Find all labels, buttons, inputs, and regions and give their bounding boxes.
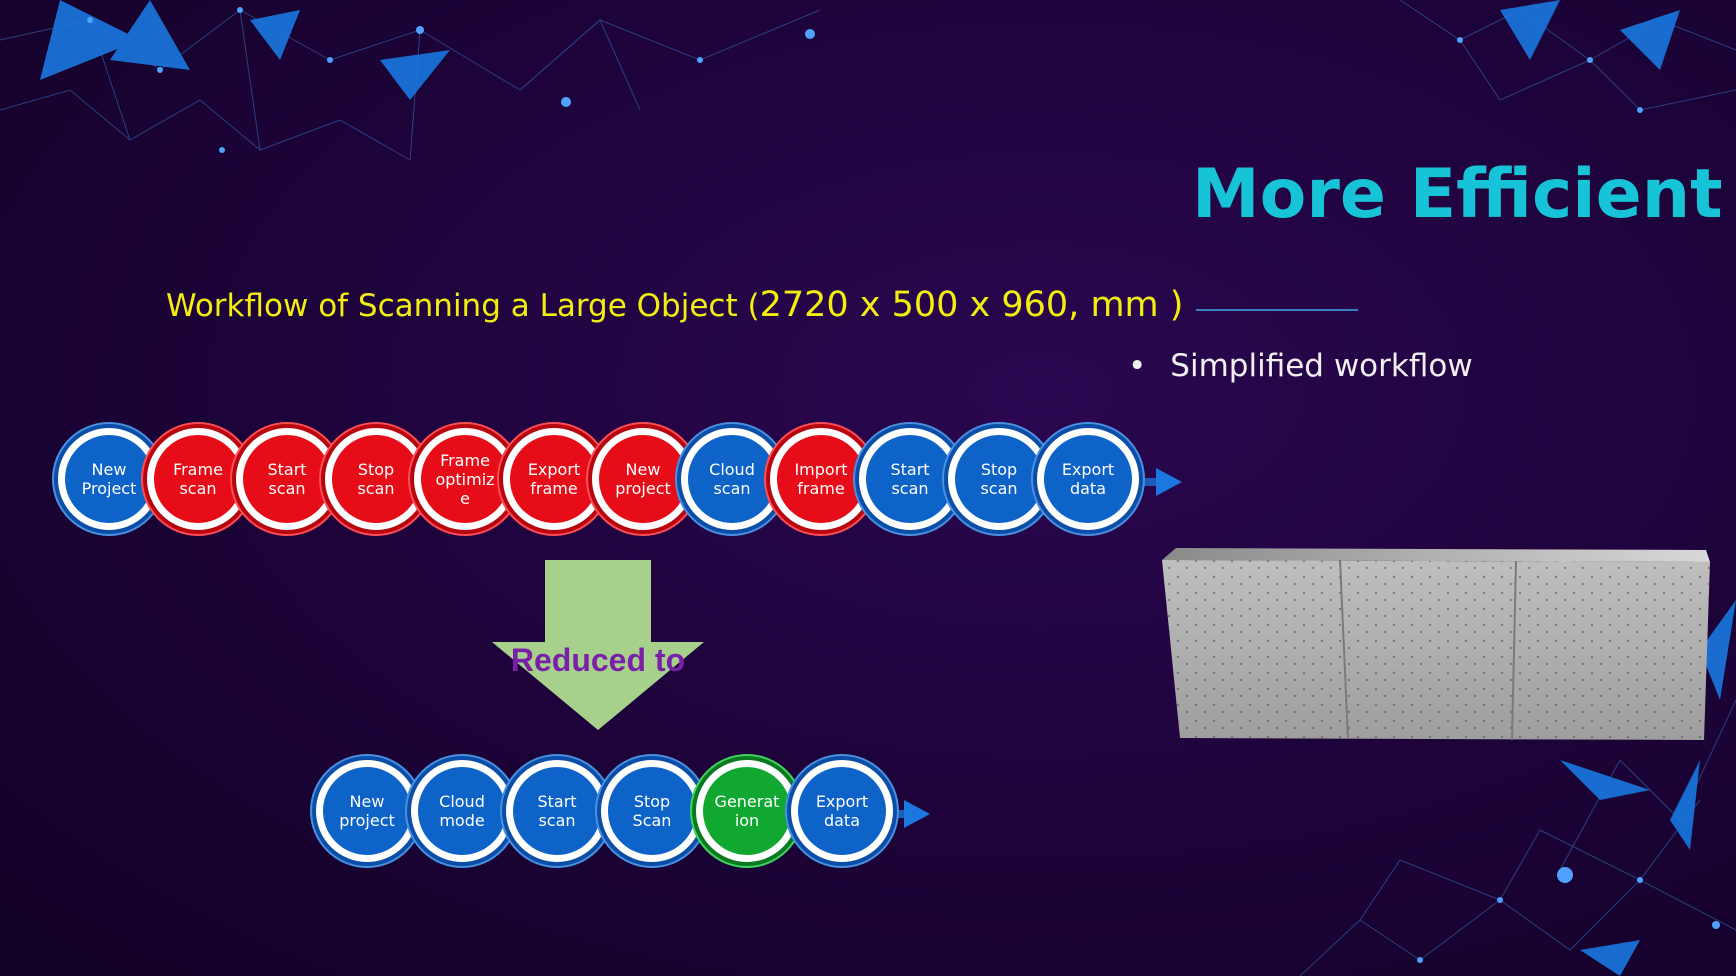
- workflow-step-label: Frame optimiz e: [435, 450, 495, 508]
- workflow-step: New project: [316, 760, 418, 862]
- workflow-step-label: Stop scan: [980, 460, 1018, 498]
- flow-arrow-tip-icon: [904, 800, 930, 828]
- workflow-step: Import frame: [770, 428, 872, 530]
- workflow-step-label: Frame scan: [173, 460, 223, 498]
- scanned-object-image: [1162, 548, 1710, 741]
- flow-arrow-tip-icon: [1156, 468, 1182, 496]
- workflow-step: New Project: [58, 428, 160, 530]
- workflow-step: Export data: [791, 760, 893, 862]
- workflow-step-label: Start scan: [267, 460, 307, 498]
- workflow-step: Start scan: [859, 428, 961, 530]
- workflow-step-label: Start scan: [537, 792, 577, 830]
- workflow-step: Start scan: [236, 428, 338, 530]
- workflow-step: Cloud scan: [681, 428, 783, 530]
- workflow-step-label: New project: [615, 460, 671, 498]
- workflow-step-label: Cloud mode: [439, 792, 485, 830]
- workflow-step-label: Start scan: [890, 460, 930, 498]
- workflow-step-label: Generat ion: [714, 792, 780, 830]
- workflow-step-label: Stop scan: [357, 460, 395, 498]
- workflow-step: Stop scan: [948, 428, 1050, 530]
- workflow-subtitle: Workflow of Scanning a Large Object (272…: [166, 285, 1183, 325]
- bullet-item: • Simplified workflow: [1128, 348, 1473, 384]
- subtitle-main: Workflow of Scanning a Large Object (: [166, 288, 760, 324]
- bullet-dot-icon: •: [1128, 348, 1147, 384]
- workflow-step-label: New Project: [81, 460, 137, 498]
- workflow-step-label: Export data: [1061, 460, 1115, 498]
- workflow-before: New Project Frame scan Start scan Stop scan…: [58, 428, 1188, 538]
- workflow-step-label: Export data: [815, 792, 869, 830]
- workflow-after: New project Cloud mode Start scan Stop Scan…: [316, 760, 936, 870]
- workflow-step: Cloud mode: [411, 760, 513, 862]
- workflow-step: Start scan: [506, 760, 608, 862]
- workflow-step: Frame scan: [147, 428, 249, 530]
- workflow-step: Export data: [1037, 428, 1139, 530]
- workflow-step-label: Export frame: [527, 460, 581, 498]
- workflow-step: New project: [592, 428, 694, 530]
- workflow-step: Stop scan: [325, 428, 427, 530]
- title-underline: [1196, 309, 1358, 311]
- reduced-to-label: Reduced to: [510, 642, 686, 678]
- workflow-step: Generat ion: [696, 760, 798, 862]
- workflow-step-label: Stop Scan: [632, 792, 672, 830]
- workflow-step: Stop Scan: [601, 760, 703, 862]
- workflow-step: Export frame: [503, 428, 605, 530]
- slide-title: More Efficient: [1192, 155, 1723, 234]
- workflow-step-label: Cloud scan: [709, 460, 755, 498]
- workflow-step-label: Import frame: [794, 460, 848, 498]
- workflow-step-label: New project: [339, 792, 395, 830]
- subtitle-dimensions: 2720 x 500 x 960, mm ): [759, 285, 1184, 325]
- bullet-text: Simplified workflow: [1170, 348, 1473, 384]
- down-arrow-icon: [492, 560, 704, 730]
- workflow-step: Frame optimiz e: [414, 428, 516, 530]
